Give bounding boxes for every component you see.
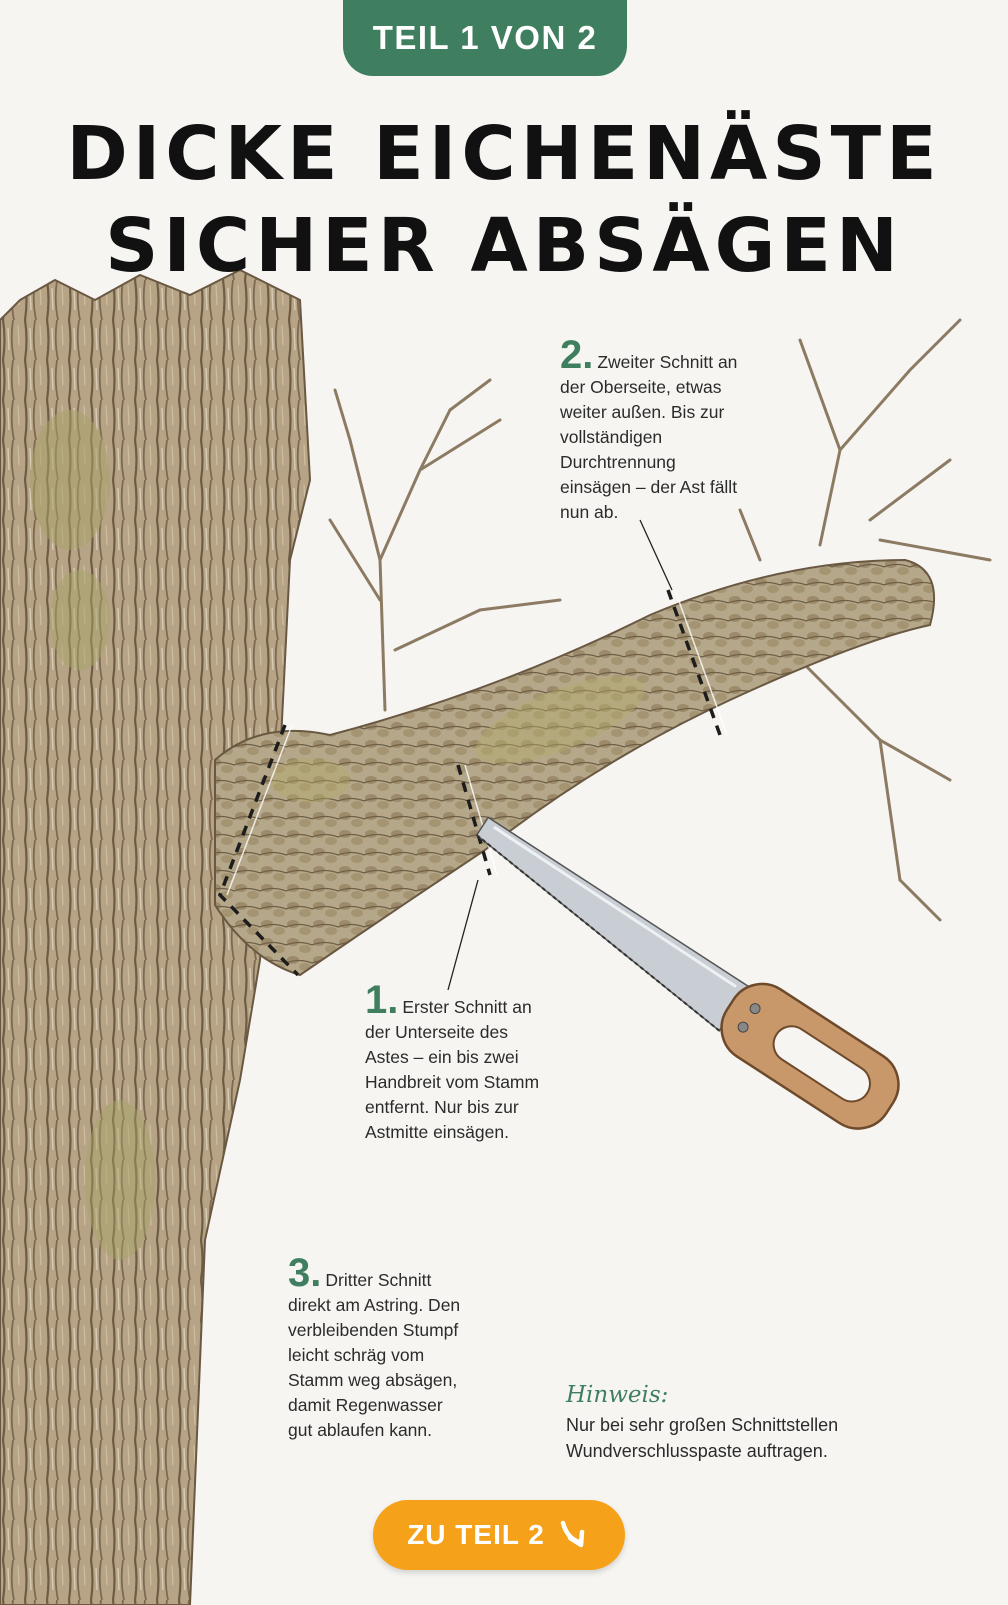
arrow-down-right-icon <box>560 1520 585 1548</box>
cut-line-3 <box>217 724 300 977</box>
step-1-text: Erster Schnitt an der Unterseite des Ast… <box>365 997 540 1142</box>
hint-label: Hinweis: <box>566 1382 669 1408</box>
title-line-1: DICKE EICHENÄSTE <box>66 111 942 197</box>
cut-line-1 <box>456 764 492 876</box>
oak-branch <box>214 558 936 977</box>
step-2-text: Zweiter Schnitt an der Oberseite, etwas … <box>560 352 738 522</box>
step-1: 1.Erster Schnitt an der Unterseite des A… <box>365 980 540 1145</box>
page-title: DICKE EICHENÄSTE SICHER ABSÄGEN <box>0 108 1008 292</box>
next-part-label: ZU TEIL 2 <box>407 1519 545 1550</box>
cut-line-2 <box>666 589 722 736</box>
title-line-2: SICHER ABSÄGEN <box>105 203 903 289</box>
step-1-number: 1. <box>365 978 399 1022</box>
step-3-text: Dritter Schnitt direkt am Astring. Den v… <box>288 1270 461 1440</box>
hand-saw <box>475 816 900 1130</box>
next-part-button[interactable]: ZU TEIL 2 <box>373 1500 625 1570</box>
step-3-number: 3. <box>288 1251 322 1295</box>
hint-text: Nur bei sehr großen Schnittstellen Wundv… <box>566 1415 839 1461</box>
hint-box: Hinweis: Nur bei sehr großen Schnittstel… <box>566 1382 906 1464</box>
cut-lines <box>217 589 722 977</box>
step-3: 3.Dritter Schnitt direkt am Astring. Den… <box>288 1253 468 1443</box>
step-2-number: 2. <box>560 333 594 377</box>
step-2: 2.Zweiter Schnitt an der Oberseite, etwa… <box>560 335 740 525</box>
part-badge: TEIL 1 VON 2 <box>343 0 627 76</box>
